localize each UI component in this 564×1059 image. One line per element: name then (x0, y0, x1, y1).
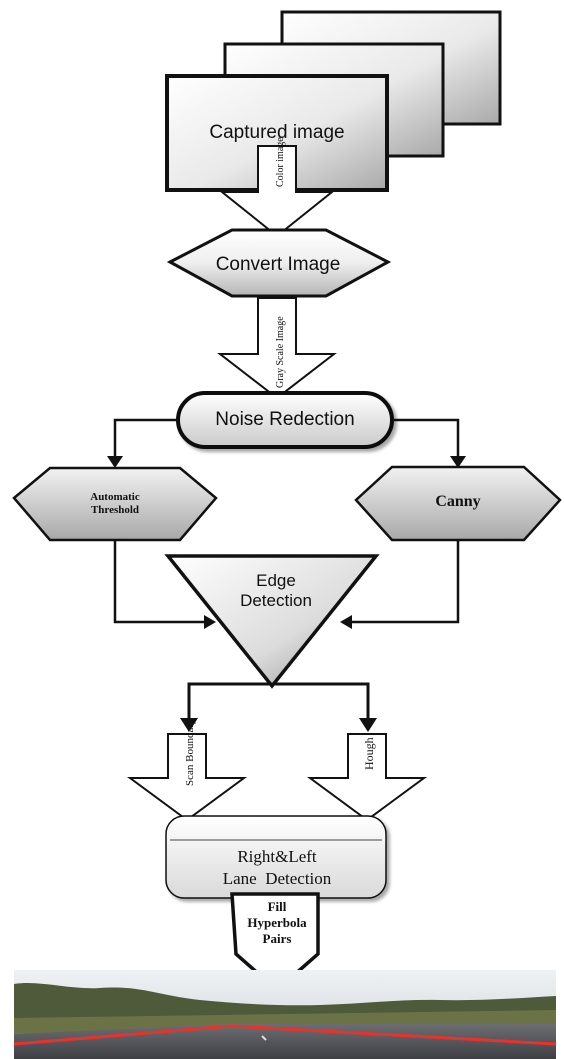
fill-hyperbola-line3: Pairs (263, 931, 292, 946)
lane-detection-line2: Lane Detection (223, 869, 332, 888)
color-image-arrow: Color image (219, 137, 335, 238)
captured-image-label: Captured image (209, 122, 344, 143)
scan-boundary-label: Scan Boundary (184, 718, 196, 786)
captured-image-stack: Captured image (165, 10, 502, 192)
left-branch-arrowhead (107, 456, 123, 468)
hough-arrow: Hough (306, 733, 428, 822)
canny-node: Canny (354, 465, 562, 542)
noise-branch-connectors (113, 418, 460, 458)
canny-label: Canny (435, 493, 480, 510)
convert-image-diamond (166, 228, 392, 298)
threshold-to-edge-line (113, 540, 206, 624)
automatic-threshold-line1: Automatic (90, 491, 140, 503)
fill-hyperbola-line2: Hyperbola (247, 915, 307, 930)
canny-to-edge-arrowhead (340, 615, 352, 629)
left-branch-line (113, 418, 178, 458)
scan-boundary-arrow-shape (126, 733, 248, 822)
fill-hyperbola-line1: Fill (268, 899, 287, 914)
color-image-arrow-shape (219, 145, 335, 238)
automatic-threshold-line2: Threshold (91, 504, 139, 516)
center-dash (261, 1035, 267, 1041)
noise-reduction-node: Noise Redection (176, 391, 394, 449)
lane-detection-node: Right&Left Lane Detection (165, 815, 387, 899)
canny-hexagon (354, 465, 562, 542)
gray-scale-label: Gray Scale Image (275, 316, 286, 388)
hough-arrow-shape (306, 733, 428, 822)
convert-image-label: Convert Image (216, 254, 341, 275)
hough-arrowhead (359, 718, 377, 732)
scan-arrowhead (180, 718, 198, 732)
road-photo (13, 970, 557, 1059)
left-lane-line (13, 1024, 233, 1046)
scan-boundary-arrow: Scan Boundary (126, 718, 248, 822)
automatic-threshold-hexagon (12, 466, 218, 542)
edge-detection-line2: Detection (240, 591, 312, 610)
right-branch-arrowhead (450, 456, 466, 468)
gray-scale-arrow: Gray Scale Image (217, 297, 337, 400)
threshold-to-edge-arrowhead (204, 615, 216, 629)
right-lane-line (231, 1024, 557, 1046)
color-image-label: Color image (275, 137, 286, 187)
convert-image-node: Convert Image (166, 228, 392, 298)
noise-reduction-label: Noise Redection (215, 409, 354, 430)
automatic-threshold-node: Automatic Threshold (12, 466, 218, 542)
edge-input-connectors (113, 540, 460, 624)
edge-detection-triangle (164, 554, 380, 689)
hough-label: Hough (362, 737, 376, 770)
fill-hyperbola-node: Fill Hyperbola Pairs (230, 892, 320, 993)
edge-output-connectors (187, 682, 370, 722)
edge-detection-line1: Edge (256, 571, 296, 590)
edge-detection-node: Edge Detection (164, 554, 380, 689)
right-branch-line (392, 418, 460, 458)
edge-output-line (187, 682, 370, 722)
lane-detection-line1: Right&Left (237, 847, 317, 866)
gray-scale-arrow-shape (217, 297, 337, 400)
canny-to-edge-line (350, 540, 460, 624)
